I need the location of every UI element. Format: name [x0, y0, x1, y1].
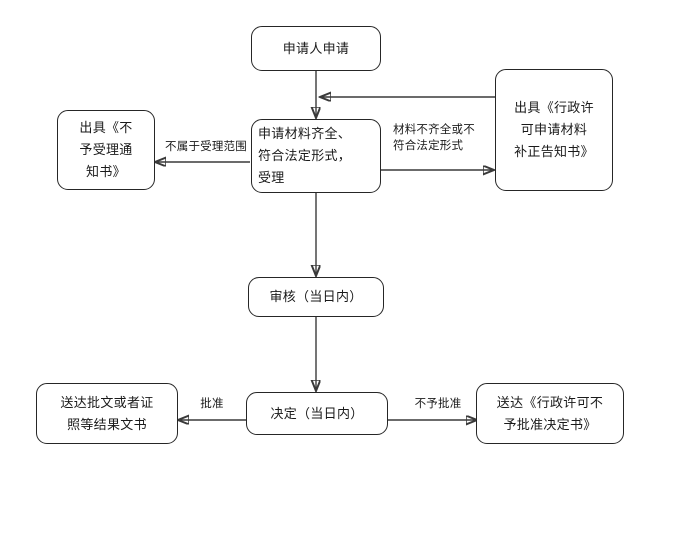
node-deliver-approval[interactable]: 送达批文或者证 照等结果文书	[36, 383, 178, 444]
edge-label-not-in-scope: 不属于受理范围	[165, 141, 247, 153]
node-reject-notice-label: 出具《不 予受理通 知书》	[79, 120, 133, 179]
edge-label-approved: 批准	[200, 398, 224, 410]
node-reject-notice[interactable]: 出具《不 予受理通 知书》	[57, 110, 155, 190]
node-accept-label: 申请材料齐全、 符合法定形式， 受理	[258, 126, 352, 185]
node-deliver-approval-label: 送达批文或者证 照等结果文书	[60, 394, 154, 432]
edge-label-not-approved: 不予批准	[414, 398, 462, 410]
edge-label-incomplete-materials: 材料不齐全或不 符合法定形式	[393, 124, 475, 152]
node-review[interactable]: 审核（当日内）	[248, 277, 384, 317]
node-deliver-rejection-label: 送达《行政许可不 予批准决定书》	[496, 394, 604, 432]
node-supplement-notice[interactable]: 出具《行政许 可申请材料 补正告知书》	[495, 69, 613, 191]
node-decision[interactable]: 决定（当日内）	[246, 392, 388, 435]
node-accept[interactable]: 申请材料齐全、 符合法定形式， 受理	[251, 119, 381, 193]
node-applicant-label: 申请人申请	[282, 40, 350, 56]
node-decision-label: 决定（当日内）	[270, 405, 364, 421]
node-deliver-rejection[interactable]: 送达《行政许可不 予批准决定书》	[476, 383, 624, 444]
node-review-label: 审核（当日内）	[269, 289, 363, 304]
node-supplement-notice-label: 出具《行政许 可申请材料 补正告知书》	[514, 100, 594, 159]
node-applicant[interactable]: 申请人申请	[251, 26, 381, 71]
